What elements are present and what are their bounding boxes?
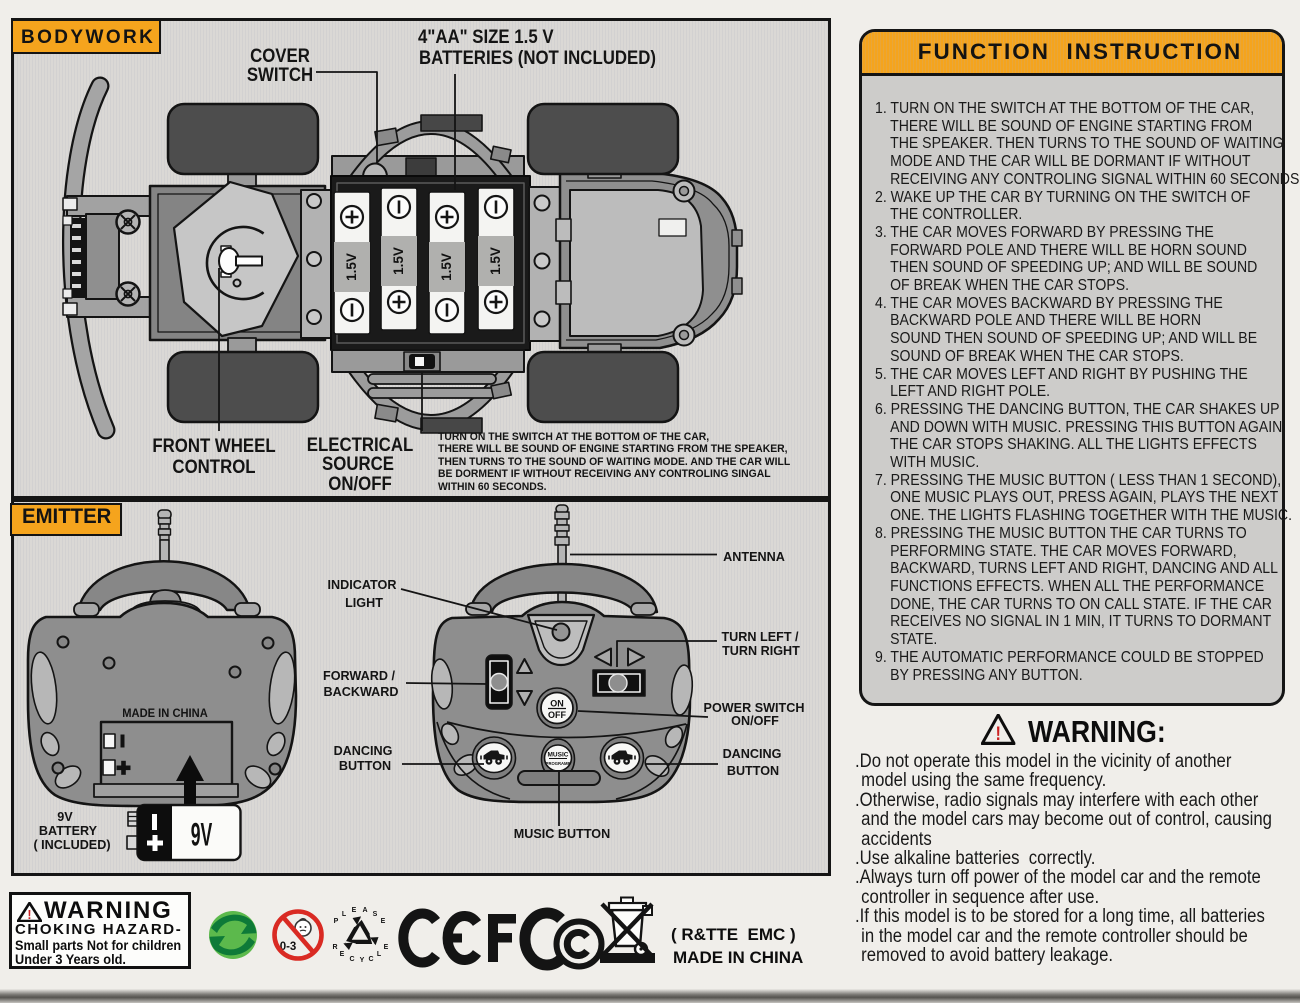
svg-text:E: E xyxy=(384,944,389,951)
svg-text:E: E xyxy=(340,951,345,958)
svg-text:PROGRAME: PROGRAME xyxy=(546,761,571,766)
svg-text:L: L xyxy=(342,911,347,918)
svg-text:9V: 9V xyxy=(191,818,213,853)
svg-text:C: C xyxy=(368,956,373,963)
svg-text:1.5V: 1.5V xyxy=(439,253,454,281)
svg-text:Y: Y xyxy=(360,957,365,964)
svg-text:0-3: 0-3 xyxy=(280,941,297,953)
svg-text:!: ! xyxy=(995,723,1000,744)
svg-text:C: C xyxy=(349,956,354,963)
svg-text:P: P xyxy=(334,918,339,925)
svg-text:E: E xyxy=(381,918,386,925)
svg-text:S: S xyxy=(373,911,378,918)
svg-text:E: E xyxy=(352,907,357,914)
svg-text:1.5V: 1.5V xyxy=(391,247,406,275)
svg-text:OFF: OFF xyxy=(548,710,566,720)
svg-text:1.5V: 1.5V xyxy=(344,253,359,281)
svg-text:1.5V: 1.5V xyxy=(488,247,503,275)
svg-text:L: L xyxy=(377,951,382,958)
svg-text:MUSIC: MUSIC xyxy=(548,752,569,759)
svg-text:A: A xyxy=(362,907,367,914)
svg-text:R: R xyxy=(332,944,337,951)
svg-text:ON: ON xyxy=(550,699,564,709)
svg-text:!: ! xyxy=(27,908,31,922)
